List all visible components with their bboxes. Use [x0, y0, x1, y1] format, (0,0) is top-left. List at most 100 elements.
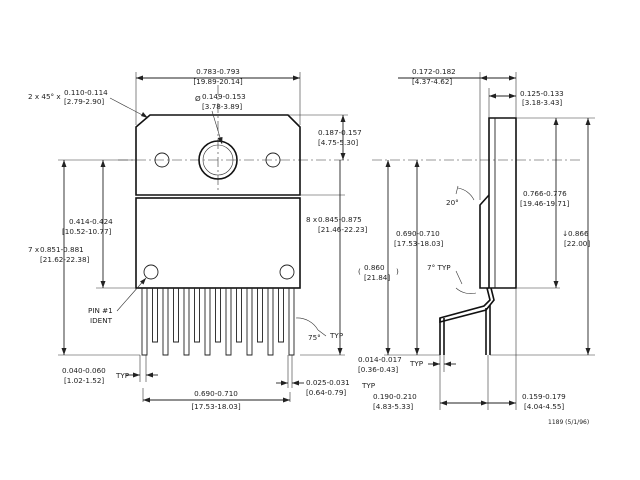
chamfer-prefix: 2 x 45° x — [28, 92, 61, 101]
side-lead-thickness-suffix: TYP — [409, 359, 424, 368]
arrowhead — [509, 75, 516, 81]
side-lead-thickness-inch: 0.014-0.017 — [358, 355, 402, 364]
arrowhead — [481, 400, 488, 406]
bend-angle-leader — [455, 270, 463, 285]
arrowhead — [585, 348, 591, 355]
arrowhead — [293, 75, 300, 81]
lead-width-mm: [1.02-1.52] — [64, 376, 104, 385]
arrowhead — [340, 153, 346, 160]
lead-span-inch: 0.690-0.710 — [194, 389, 238, 398]
arrowhead — [292, 380, 299, 386]
tab-height-prefix: 8 x — [306, 215, 318, 224]
lead-15 — [288, 288, 295, 356]
tab-height-inch: 0.845-0.875 — [318, 215, 362, 224]
arrowhead — [143, 397, 150, 403]
overall-width-inch: 0.783-0.793 — [196, 67, 240, 76]
lead-angle-leader — [317, 329, 327, 337]
draft-angle-leader — [455, 185, 459, 195]
ejector-mark-right — [265, 152, 281, 168]
side-view: 0.172-0.182 [4.37-4.62] 0.125-0.133 [3.1… — [358, 67, 595, 411]
overall-height-mm: [21.62-22.38] — [40, 255, 90, 264]
arrowhead — [136, 75, 143, 81]
side-lead-offset-inch: 0.190-0.210 — [373, 392, 417, 401]
body-height-inch: 0.414-0.424 — [69, 217, 113, 226]
hole-diameter-inch: 0.149-0.153 — [202, 92, 246, 101]
draft-angle-value: 20° — [446, 198, 459, 207]
hole-diameter-mm: [3.78-3.89] — [202, 102, 242, 111]
side-lead-height-inch: 0.690-0.710 — [396, 229, 440, 238]
tab-height-mm: [21.46-22.23] — [318, 225, 368, 234]
arrowhead — [440, 400, 447, 406]
arrowhead — [100, 160, 106, 167]
hole-center-mm: [4.75-5.30] — [318, 138, 358, 147]
arrowhead — [281, 380, 288, 386]
bend-angle-arc — [455, 287, 477, 294]
overall-height-inch: 0.851-0.881 — [40, 245, 84, 254]
side-lead-offset-mm: [4.83-5.33] — [373, 402, 413, 411]
lead-4 — [173, 288, 179, 343]
lead-span-mm: [17.53-18.03] — [191, 402, 241, 411]
arrowhead — [553, 118, 559, 125]
arrowhead — [140, 278, 146, 285]
pin1-label-line1: PIN #1 — [88, 306, 113, 315]
side-depth-inch: 0.172-0.182 — [412, 67, 456, 76]
lead-angle-suffix: TYP — [329, 331, 344, 340]
arrowhead — [61, 160, 67, 167]
arrowhead — [385, 348, 391, 355]
arrowhead — [100, 281, 106, 288]
body-height-mm: [10.52-10.77] — [62, 227, 112, 236]
overall-height-prefix: 7 x — [28, 245, 40, 254]
side-ref-paren-close: ) — [396, 267, 399, 276]
lead-1 — [141, 288, 148, 356]
arrowhead — [480, 75, 487, 81]
lead-11 — [246, 288, 253, 356]
lead-7 — [204, 288, 211, 356]
lead-width-suffix: TYP — [115, 371, 130, 380]
arrowhead — [414, 348, 420, 355]
side-depth-mm: [4.37-4.62] — [412, 77, 452, 86]
arrowhead — [433, 361, 440, 367]
drawing-id: 1189 (5/1/96) — [548, 419, 589, 426]
arrowhead — [585, 118, 591, 125]
side-body — [479, 194, 490, 289]
lead-group — [141, 288, 295, 356]
pin1-label-line2: IDENT — [90, 316, 113, 325]
side-body-height-mm: [19.46-19.71] — [520, 199, 570, 208]
lead-8 — [215, 288, 221, 343]
lead-9 — [225, 288, 232, 356]
arrowhead — [414, 160, 420, 167]
arrowhead — [133, 372, 140, 378]
side-lead-height-mm: [17.53-18.03] — [394, 239, 444, 248]
body-mark-right — [279, 264, 295, 280]
arrowhead — [340, 115, 346, 122]
lead-angle-value: 75° — [308, 333, 321, 342]
side-tab-offset-mm: [4.04-4.55] — [524, 402, 564, 411]
arrowhead — [509, 93, 516, 99]
lead-thickness-mm: [0.64-0.79] — [306, 388, 346, 397]
chamfer-inch: 0.110-0.114 — [64, 88, 108, 97]
side-ref-height-mm: [21.84] — [364, 273, 390, 282]
lead-5 — [183, 288, 190, 356]
arrowhead — [385, 160, 391, 167]
hole-center-inch: 0.187-0.157 — [318, 128, 362, 137]
molded-body — [135, 197, 301, 289]
arrowhead — [337, 348, 343, 355]
arrowhead — [553, 281, 559, 288]
lead-width-inch: 0.040-0.060 — [62, 366, 106, 375]
arrowhead — [146, 372, 153, 378]
bend-angle-value: 7° TYP — [427, 263, 451, 272]
side-total-height-mm: [22.00] — [564, 239, 590, 248]
lead-thickness-suffix: TYP — [361, 381, 376, 390]
front-view: 0.783-0.793 [19.89-20.14] 2 x 45° x 0.11… — [28, 67, 376, 411]
lead-13 — [267, 288, 274, 356]
side-ref-paren-open: ( — [358, 267, 361, 276]
arrowhead — [489, 93, 496, 99]
side-tab-offset-inch: 0.159-0.179 — [522, 392, 566, 401]
chamfer-mm: [2.79-2.90] — [64, 97, 104, 106]
arrowhead — [141, 112, 148, 118]
tab-thickness-inch: 0.125-0.133 — [520, 89, 564, 98]
lead-6 — [194, 288, 200, 343]
lead-3 — [162, 288, 169, 356]
lead-2 — [152, 288, 158, 343]
